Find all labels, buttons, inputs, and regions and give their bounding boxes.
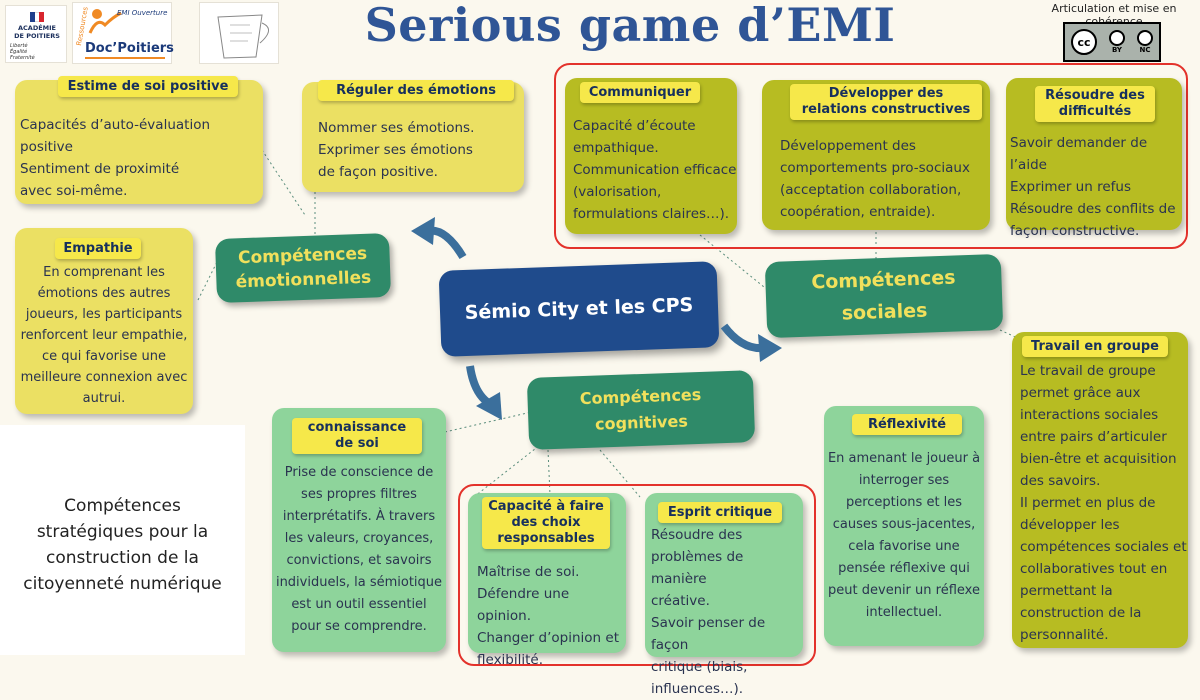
academie-name-line1: ACADÉMIE (18, 24, 56, 32)
side-note-box (0, 425, 245, 655)
arrow-icon (411, 217, 467, 260)
nc-icon (1137, 30, 1153, 46)
by-label: BY (1111, 46, 1123, 54)
cc-license-icon: cc BY NC (1063, 22, 1161, 62)
motto-3: Fraternité (10, 55, 35, 61)
card-communiquer (565, 78, 737, 234)
connector-critique (599, 449, 641, 498)
tag-difficultes: Résoudre des difficultés (1035, 86, 1155, 122)
body-reguler: Nommer ses émotions.Exprimer ses émotion… (318, 120, 475, 180)
academie-logo: ACADÉMIE DE POITIERS Liberté Égalité Fra… (5, 5, 67, 63)
pill-emotionnelles: Compétences émotionnelles (214, 232, 392, 304)
cognitive-group-outline (458, 484, 816, 666)
arrow-icon (720, 323, 782, 362)
academie-name-line2: DE POITIERS (14, 32, 60, 40)
tag-choix: Capacité à faire des choix responsables (482, 497, 610, 549)
page-title: Serious game d’EMI (364, 0, 896, 52)
nc-label: NC (1139, 46, 1151, 54)
cc-badge: cc (1071, 29, 1097, 55)
connector-connaissance (444, 409, 541, 433)
jug-sketch-icon (217, 14, 269, 59)
motto-1: Liberté (10, 43, 28, 49)
tag-empathie: Empathie (55, 238, 141, 259)
tag-reflexivite: Réflexivité (852, 414, 962, 435)
center-node: Sémio City et les CPS (438, 261, 720, 357)
jug-sketch-logo (199, 2, 279, 64)
pill-sociales: Compétences sociales (764, 253, 1004, 339)
flag-icon (30, 12, 45, 22)
card-travail (1012, 332, 1188, 648)
card-empathie (15, 228, 193, 414)
tag-communiquer: Communiquer (580, 82, 700, 103)
docpoitiers-logo: EMI Ouverture Ressources Doc’Poitiers (72, 2, 174, 64)
tag-connaissance: connaissance de soi (292, 418, 422, 454)
tag-relations: Développer des relations constructives (790, 84, 982, 120)
card-estime (15, 80, 263, 204)
tag-reguler: Réguler des émotions (318, 80, 514, 101)
connector-estime (261, 149, 306, 216)
by-icon (1109, 30, 1125, 46)
tag-critique: Esprit critique (658, 502, 782, 523)
arrow-icon (466, 365, 502, 420)
tag-travail: Travail en groupe (1022, 336, 1168, 357)
motto-2: Égalité (10, 49, 28, 55)
tag-estime: Estime de soi positive (58, 76, 238, 97)
docpoitiers-tagline: EMI Ouverture (117, 9, 168, 17)
pill-cognitives: Compétences cognitives (526, 370, 756, 450)
card-reflexivite (824, 406, 984, 646)
docpoitiers-name: Doc’Poitiers (85, 41, 174, 56)
person-icon (88, 9, 122, 34)
social-group-outline (554, 63, 1188, 249)
body-choix: Maîtrise de soi.Défendre une opinion.Cha… (477, 564, 619, 668)
